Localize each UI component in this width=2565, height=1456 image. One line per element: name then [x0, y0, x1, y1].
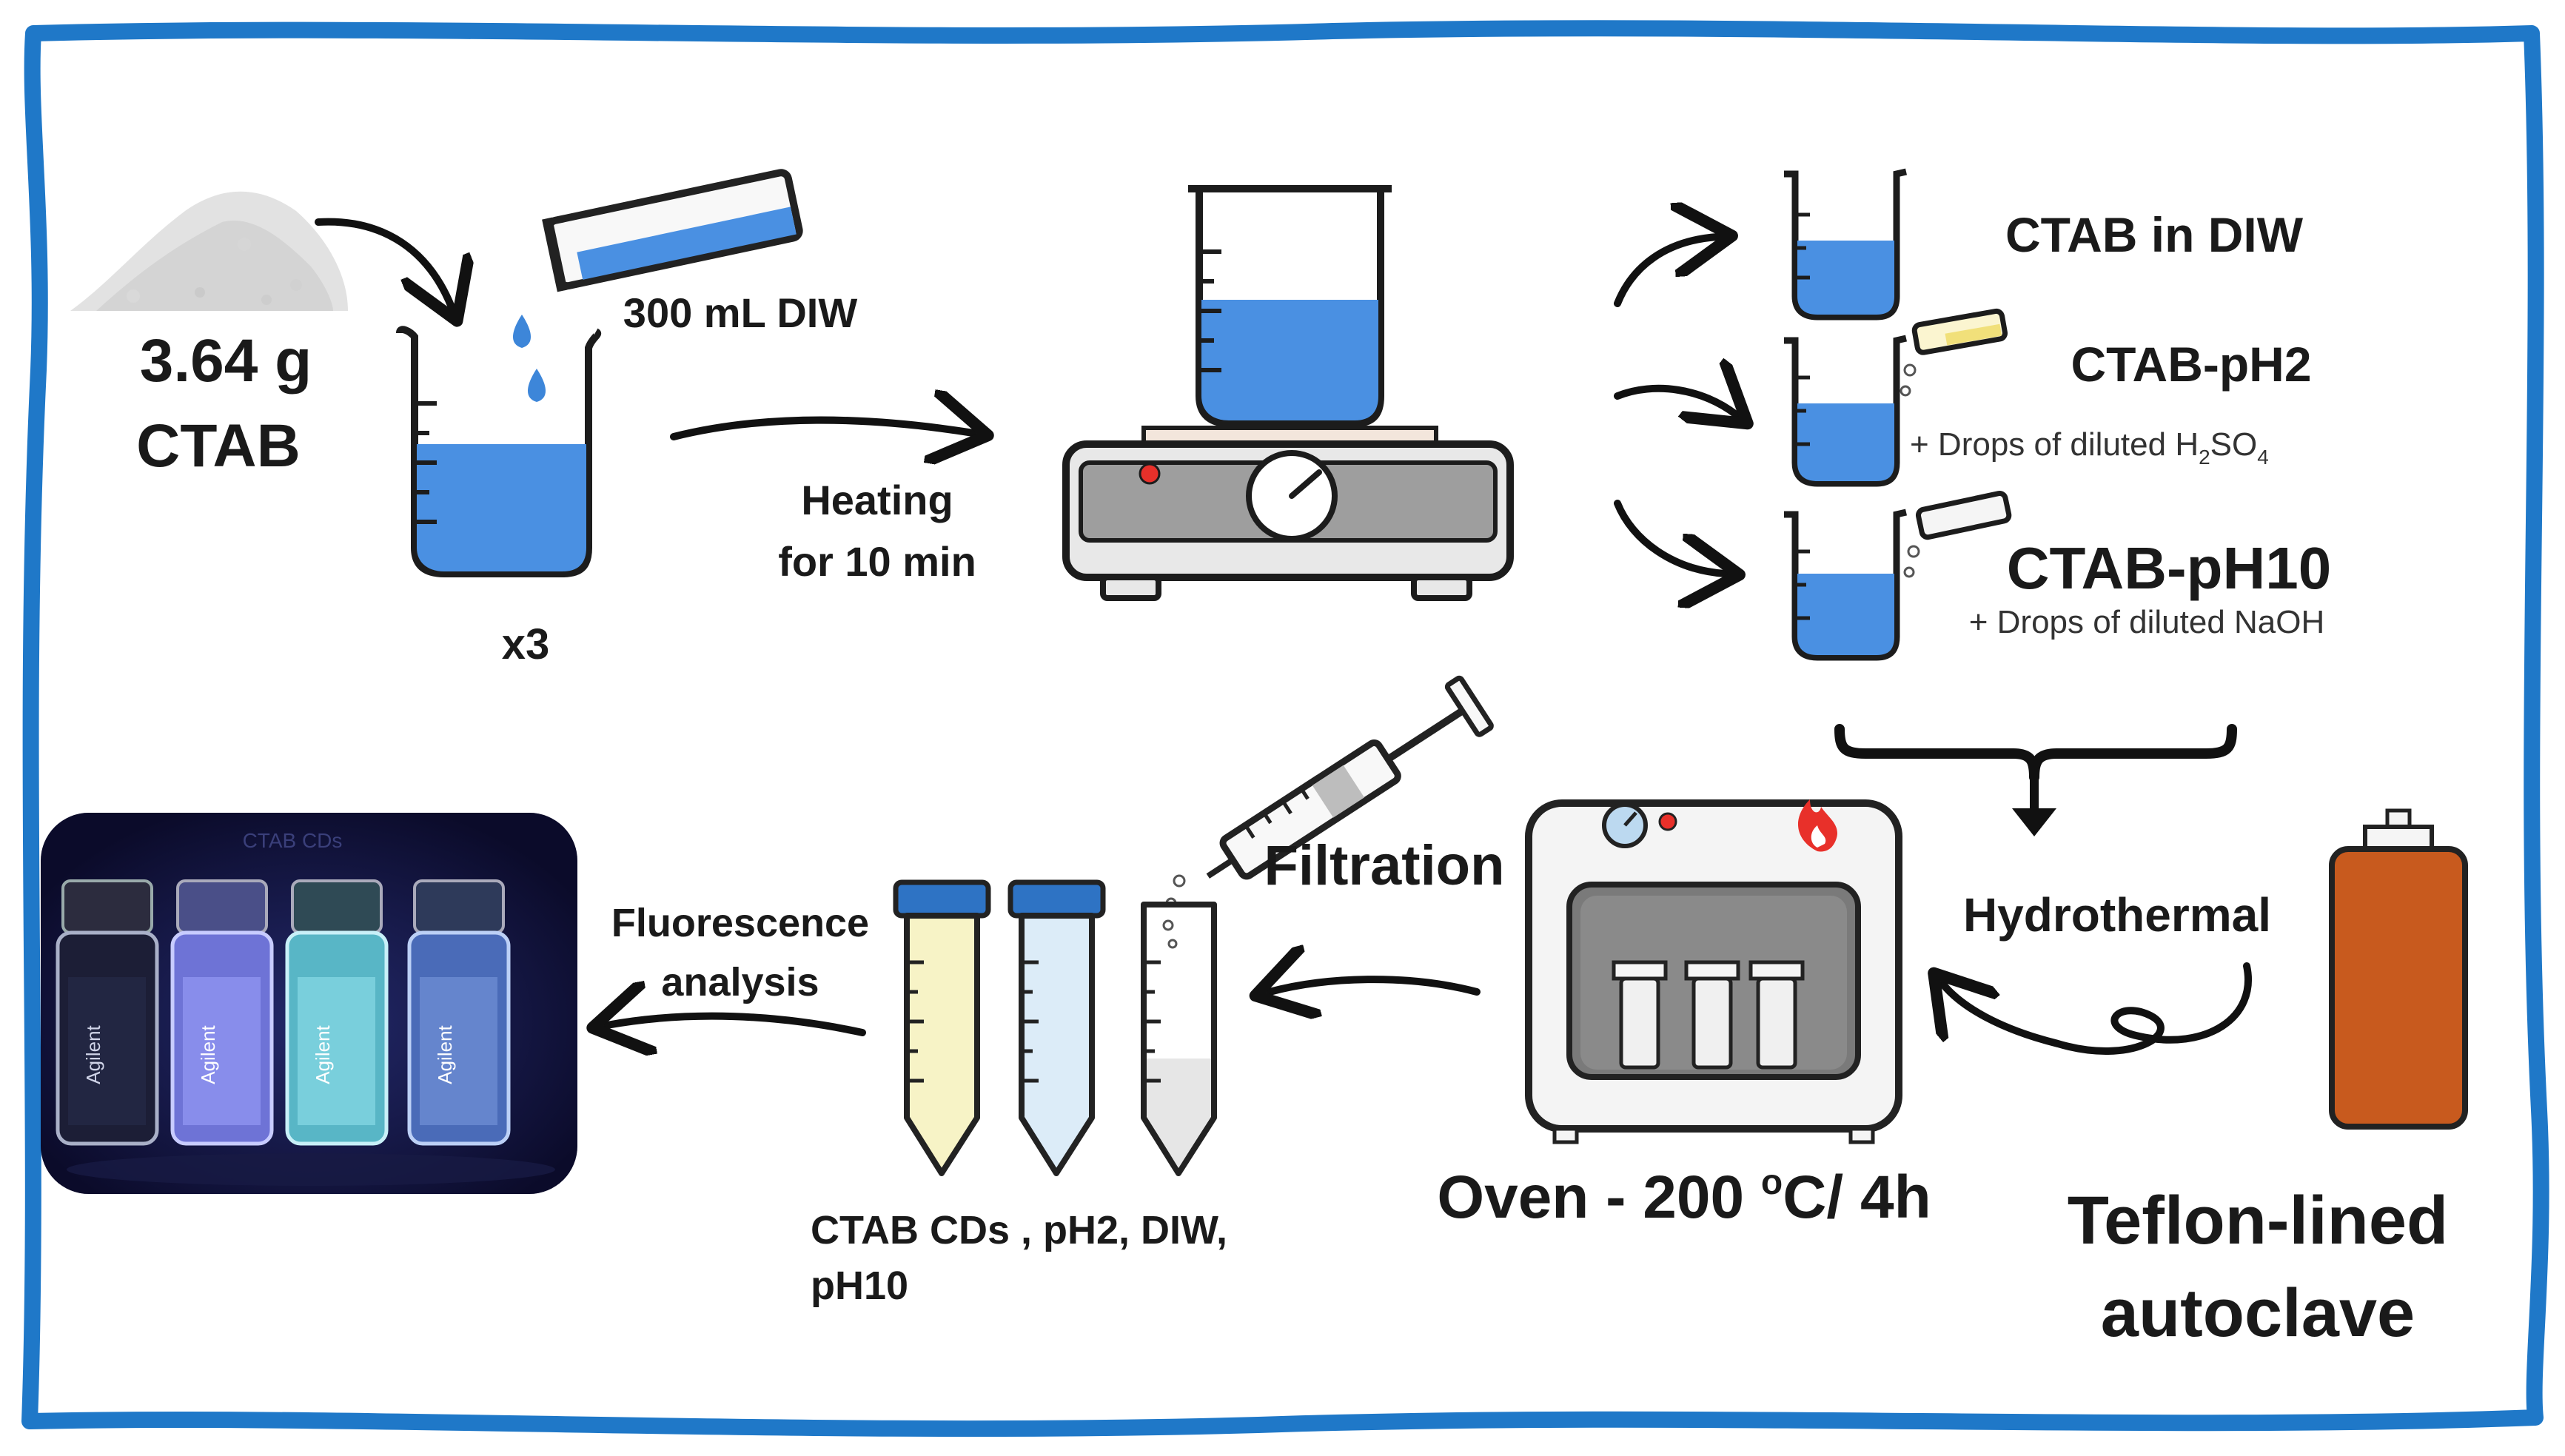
drop-icon	[1907, 545, 1920, 558]
vial: Agilent	[56, 879, 159, 1146]
arrow-icon	[1943, 962, 2252, 1055]
ctab-ph10-label: CTAB-pH10	[2007, 535, 2332, 601]
cylinder-liquid	[577, 207, 797, 280]
mass-label: 3.64 g	[140, 327, 312, 395]
arrow-icon	[315, 218, 452, 307]
autoclave-icon	[2329, 808, 2468, 1130]
arrow-icon	[1614, 389, 1736, 415]
drop-icon	[1903, 566, 1915, 578]
drop-icon	[1900, 385, 1911, 397]
beaker-liquid	[417, 444, 586, 571]
flame-icon	[1797, 799, 1837, 852]
beaker-icon	[1188, 185, 1392, 427]
ctab-in-diw-label: CTAB in DIW	[2005, 207, 2304, 262]
svg-text:Agilent: Agilent	[197, 1024, 219, 1084]
centrifuge-tube-icon	[893, 879, 991, 1176]
test-tube-icon	[1911, 308, 2008, 355]
photo-header: CTAB CDs	[243, 829, 343, 852]
water-drop-icon	[527, 369, 546, 402]
drop-icon	[1173, 874, 1186, 888]
heating-label-line1: Heating	[801, 477, 953, 523]
centrifuge-tube-icon	[1141, 902, 1217, 1176]
autoclave-icon	[1684, 960, 1740, 1070]
oven-icon	[1525, 799, 1902, 1144]
vial-photo-icon: CTAB CDs Agilent Agilent Agilent Agilent	[41, 813, 577, 1194]
powder-pile-icon	[70, 191, 348, 311]
vial: Agilent	[285, 879, 389, 1146]
diw-volume-label: 300 mL DIW	[623, 289, 858, 336]
arrow-icon	[1614, 237, 1717, 307]
centrifuge-tube-icon	[1007, 879, 1106, 1176]
ph10-drops-label: + Drops of diluted NaOH	[1969, 604, 2325, 640]
heating-label-line2: for 10 min	[778, 538, 976, 585]
arrow-icon	[607, 1016, 866, 1033]
vial: Agilent	[170, 879, 274, 1146]
vial: Agilent	[407, 879, 511, 1146]
arrow-head	[2012, 808, 2056, 836]
beaker-icon	[396, 326, 602, 577]
autoclave-icon	[1612, 960, 1668, 1070]
drop-icon	[1903, 363, 1917, 377]
beaker-icon	[1784, 335, 1908, 487]
syringe-icon	[1206, 675, 1494, 880]
test-tube-icon	[1915, 491, 2012, 540]
ctab-ph2-label: CTAB-pH2	[2071, 337, 2311, 392]
arrow-icon	[1614, 500, 1725, 574]
fluorescence-label-line1: Fluorescence	[611, 901, 869, 945]
svg-text:Agilent: Agilent	[82, 1024, 104, 1084]
times-label: x3	[502, 620, 550, 668]
samples-label-line1: CTAB CDs , pH2, DIW,	[811, 1208, 1227, 1252]
oven-label: Oven - 200 oC/ 4h	[1437, 1163, 1931, 1231]
wavy-border	[21, 20, 2549, 1437]
samples-label-line2: pH10	[811, 1264, 908, 1308]
curly-brace-icon	[1834, 724, 2237, 782]
fluorescence-label-line2: analysis	[661, 960, 819, 1004]
ph2-drops-label: + Drops of diluted H2SO4	[1910, 426, 2269, 469]
arrow-icon	[670, 420, 973, 437]
autoclave-icon	[1748, 960, 1805, 1070]
beaker-icon	[1784, 168, 1908, 321]
hot-plate-stirrer-icon	[1062, 426, 1514, 601]
water-drop-icon	[512, 315, 532, 348]
filtration-label: Filtration	[1264, 834, 1504, 897]
teflon-label-line1: Teflon-lined	[2068, 1183, 2448, 1258]
beaker-icon	[1784, 509, 1908, 661]
svg-text:Agilent: Agilent	[312, 1024, 334, 1084]
hydrothermal-label: Hydrothermal	[1963, 888, 2271, 942]
svg-text:Agilent: Agilent	[434, 1024, 456, 1084]
arrow-icon	[1270, 979, 1481, 992]
teflon-label-line2: autoclave	[2101, 1275, 2415, 1351]
ctab-label: CTAB	[136, 412, 301, 480]
graduated-cylinder-icon	[542, 169, 803, 292]
